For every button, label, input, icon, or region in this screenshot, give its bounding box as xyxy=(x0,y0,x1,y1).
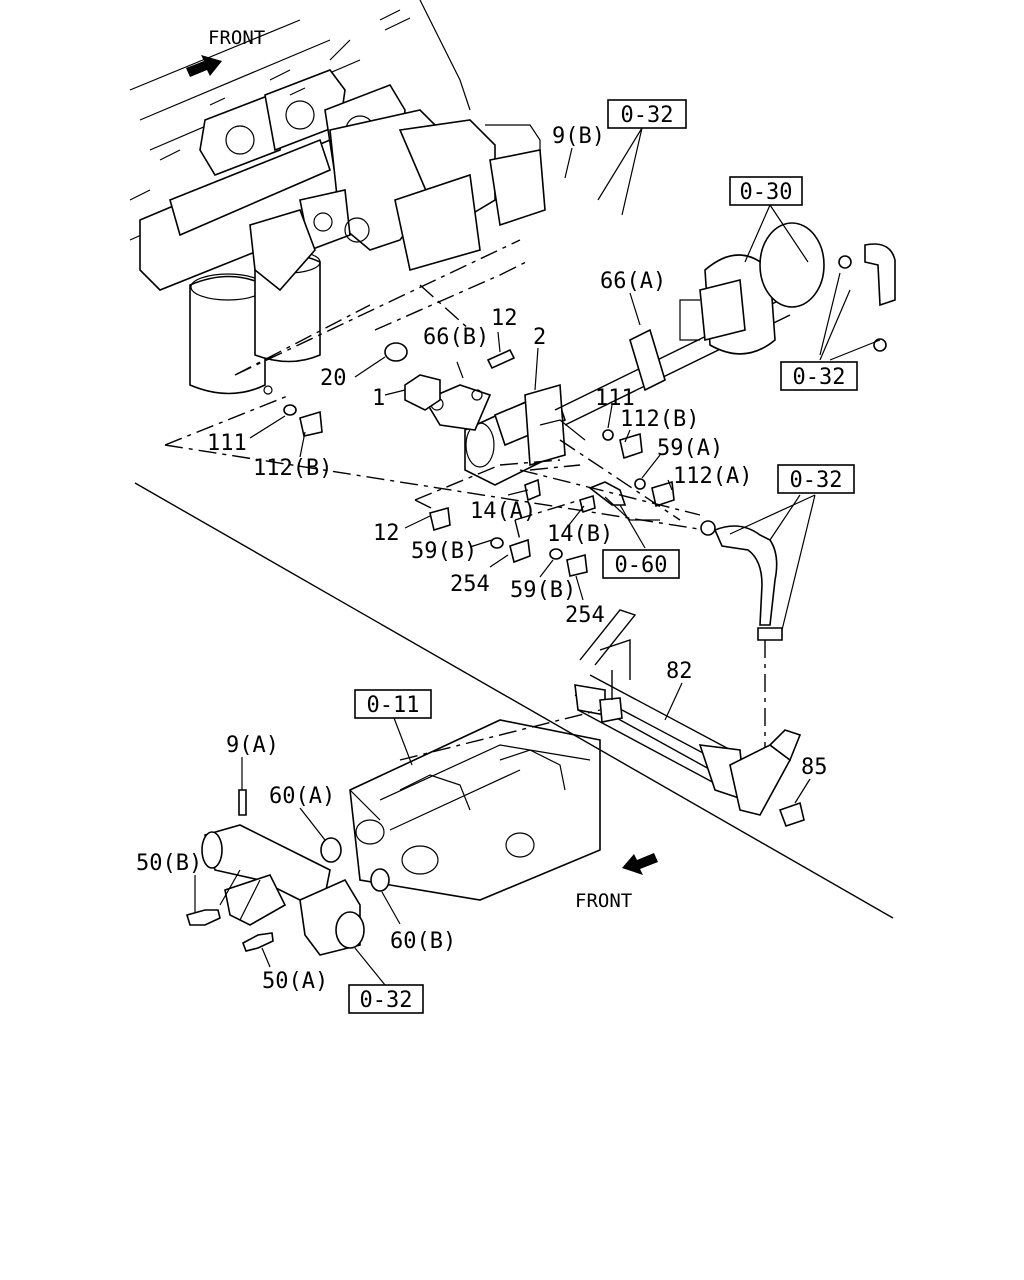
ref-box[interactable]: 0-60 xyxy=(602,549,680,579)
ref-box[interactable]: 0-32 xyxy=(607,99,687,129)
front-arrow-icon xyxy=(622,853,658,875)
part-label: 59(B) xyxy=(510,578,576,603)
part-label: 66(A) xyxy=(600,269,666,294)
part-label: 9(B) xyxy=(552,124,605,149)
front-label-bottom: FRONT xyxy=(575,890,632,912)
group-outline-bolts xyxy=(414,439,701,541)
cylinder-head-drawing xyxy=(185,709,601,956)
ref-box-label: 0-32 xyxy=(790,468,843,493)
part-label: 60(A) xyxy=(269,784,335,809)
part-label: 112(A) xyxy=(673,464,752,489)
part-label: 82 xyxy=(666,659,693,684)
part-label: 12 xyxy=(491,306,518,331)
part-label: 111 xyxy=(207,431,247,456)
ref-box-label: 0-32 xyxy=(360,988,413,1013)
part-label: 2 xyxy=(533,325,546,350)
part-label: 20 xyxy=(320,366,347,391)
ref-box-label: 0-32 xyxy=(793,365,846,390)
part-label: 14(B) xyxy=(547,522,613,547)
part-label: 254 xyxy=(450,572,490,597)
ref-box[interactable]: 0-32 xyxy=(780,361,858,391)
front-indicator-top: FRONT xyxy=(186,27,265,77)
ref-box-label: 0-11 xyxy=(367,693,420,718)
part-label: 112(B) xyxy=(253,456,332,481)
part-labels: 9(B) 66(A) 12 66(B) 2 20 1 111 112(B) 11… xyxy=(136,124,828,994)
ref-box-label: 0-60 xyxy=(615,553,668,578)
part-label: 60(B) xyxy=(390,929,456,954)
ref-box-label: 0-30 xyxy=(740,180,793,205)
ref-box[interactable]: 0-30 xyxy=(729,176,803,206)
part-label: 50(B) xyxy=(136,851,202,876)
ref-box[interactable]: 0-32 xyxy=(348,984,424,1014)
part-label: 59(A) xyxy=(657,436,723,461)
section-divider-line xyxy=(134,482,894,919)
front-arrow-icon xyxy=(186,55,222,77)
egr-cooler-drawing xyxy=(283,299,791,577)
front-label-top: FRONT xyxy=(208,27,265,49)
part-label: 66(B) xyxy=(423,325,489,350)
engine-manifold-drawing xyxy=(129,0,546,395)
egr-pipe-drawing xyxy=(574,609,805,828)
part-label: 1 xyxy=(372,386,385,411)
part-label: 112(B) xyxy=(620,407,699,432)
front-indicator-bottom: FRONT xyxy=(575,853,658,912)
part-label: 59(B) xyxy=(411,539,477,564)
ref-box[interactable]: 0-11 xyxy=(354,689,432,719)
ref-box[interactable]: 0-32 xyxy=(777,464,855,494)
part-label: 254 xyxy=(565,603,605,628)
leader-lines xyxy=(194,127,881,986)
part-label: 50(A) xyxy=(262,969,328,994)
ref-box-label: 0-32 xyxy=(621,103,674,128)
part-label: 85 xyxy=(801,755,828,780)
part-label: 14(A) xyxy=(470,499,536,524)
water-pump-drawing xyxy=(679,222,896,760)
part-label: 12 xyxy=(373,521,400,546)
group-outline-upper xyxy=(164,239,706,531)
part-label: 9(A) xyxy=(226,733,279,758)
part-label: 111 xyxy=(595,386,635,411)
